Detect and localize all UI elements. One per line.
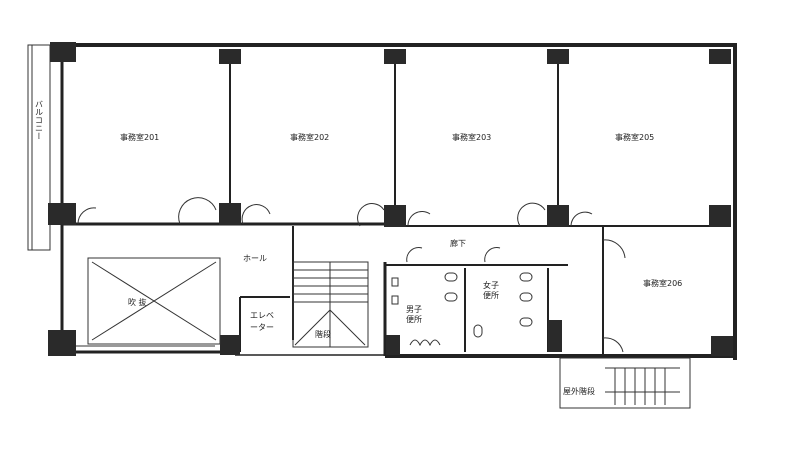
mens-toilet-label-1: 男子 xyxy=(406,305,422,314)
office-201-label: 事務室201 xyxy=(120,132,159,142)
outer-walls xyxy=(50,43,737,360)
outdoor-stairs-label: 屋外階段 xyxy=(563,386,595,396)
hall-label: ホール xyxy=(243,254,267,263)
office-206-label: 事務室206 xyxy=(643,278,682,288)
office-203-label: 事務室203 xyxy=(452,132,491,142)
void-label: 吹 抜 xyxy=(128,297,147,307)
mens-toilet-label-2: 便所 xyxy=(406,314,422,324)
elevator-label-2: ーター xyxy=(250,323,274,332)
void xyxy=(87,257,221,345)
partitions xyxy=(229,50,604,356)
womens-toilet-label-2: 便所 xyxy=(483,290,499,300)
balcony xyxy=(27,44,51,251)
door-swings xyxy=(77,197,626,353)
stairs-label: 階段 xyxy=(315,329,331,339)
office-205-label: 事務室205 xyxy=(615,132,654,142)
toilet-fixtures xyxy=(391,272,533,347)
elevator-label-1: エレベ xyxy=(250,311,274,320)
stairs-graphic xyxy=(292,261,369,348)
outdoor-stairs-graphic xyxy=(559,357,691,409)
office-202-label: 事務室202 xyxy=(290,132,329,142)
womens-toilet-label-1: 女子 xyxy=(483,280,499,290)
columns xyxy=(48,42,733,356)
corridor-label: 廊下 xyxy=(450,238,466,248)
balcony-label: バルコニー xyxy=(35,100,44,140)
